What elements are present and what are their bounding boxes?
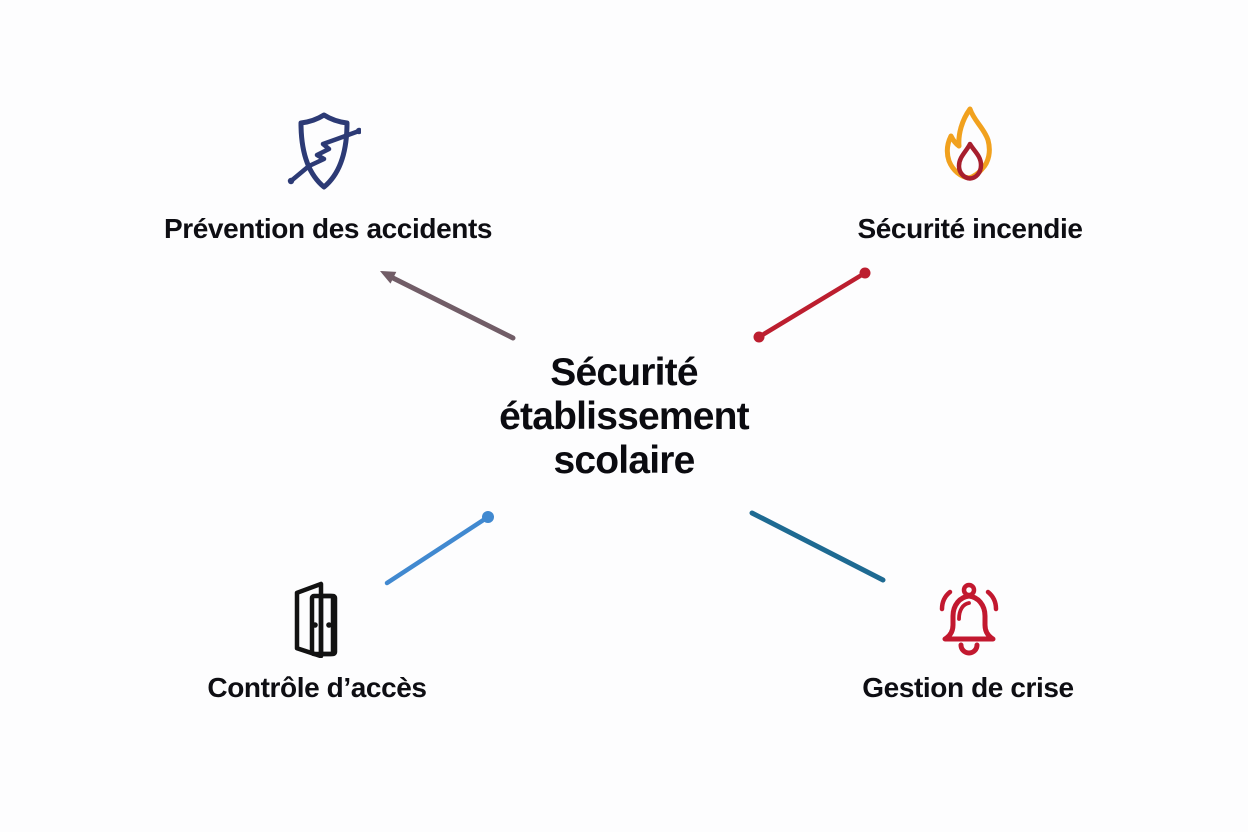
node-label-securite-incendie: Sécurité incendie [857,213,1083,244]
connector-controle-acces [384,511,494,586]
connector-prevention-accidents [380,271,516,341]
connector-gestion-crise [749,510,886,583]
central-topic-line: Sécurité [550,351,698,394]
central-topic-line: établissement [499,395,750,438]
central-topic: Sécurité établissement scolaire [324,351,924,483]
node-label-prevention-accidents: Prévention des accidents [163,213,493,244]
flame-icon [944,106,992,181]
central-topic-line: scolaire [553,439,695,482]
node-label-controle-acces: Contrôle d’accès [207,672,427,703]
shield-activity-icon [287,112,361,190]
open-door-icon [294,581,338,658]
connector-securite-incendie [753,267,871,343]
alert-bell-icon [939,582,999,656]
node-label-gestion-crise: Gestion de crise [862,672,1074,703]
